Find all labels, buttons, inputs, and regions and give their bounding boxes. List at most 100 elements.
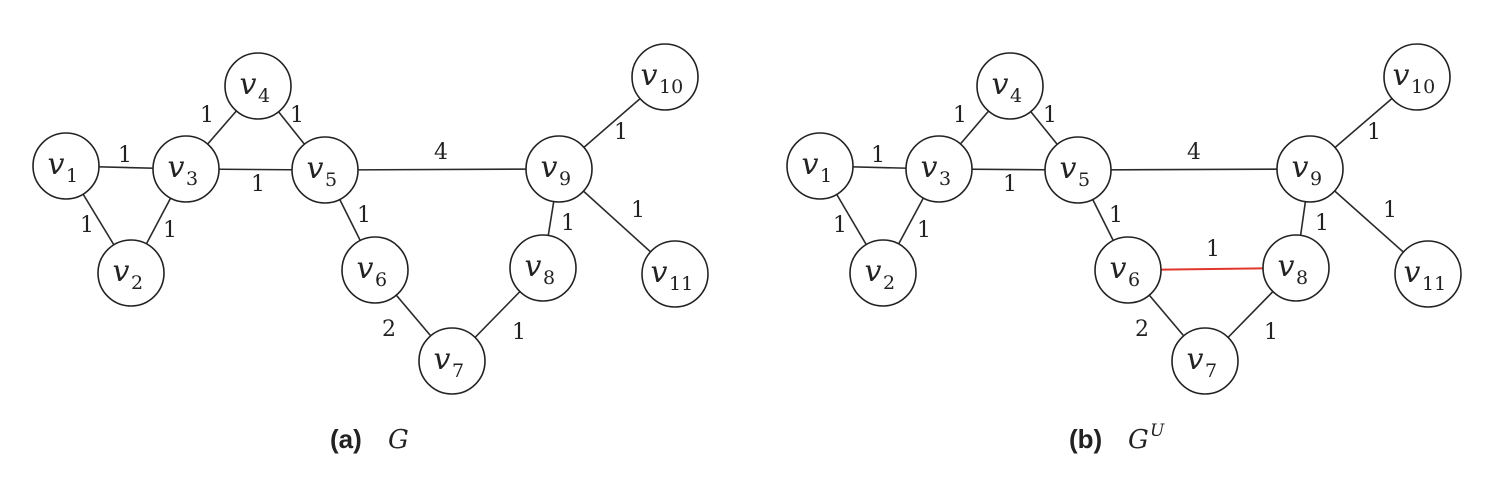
- edge-weight-label: 2: [382, 317, 396, 342]
- node-subscript: 5: [1078, 169, 1090, 191]
- caption-b-superscript: U: [1150, 421, 1165, 441]
- edge-weight-label: 1: [251, 172, 265, 197]
- node-circle: [1094, 236, 1162, 304]
- node-circle: [849, 239, 917, 307]
- edge-weight-label: 1: [80, 213, 94, 238]
- node-circle: [525, 135, 593, 203]
- node-subscript: 5: [325, 169, 337, 191]
- node-subscript: 7: [1205, 360, 1217, 382]
- caption-a: (a) G: [330, 424, 409, 455]
- node-subscript: 6: [1128, 269, 1140, 291]
- node-circle: [341, 236, 409, 304]
- node-circle: [97, 239, 165, 307]
- node-subscript: 10: [1411, 76, 1435, 98]
- edge-weight-label: 1: [871, 143, 885, 168]
- node-circle: [291, 136, 359, 204]
- node-subscript: 9: [559, 168, 571, 190]
- node-label: v: [1278, 249, 1295, 284]
- node-label: v: [240, 67, 257, 102]
- node-circle: [1276, 135, 1344, 203]
- node-label: v: [1292, 150, 1309, 185]
- node-label: v: [1187, 342, 1204, 377]
- node-subscript: 11: [669, 273, 693, 295]
- edge-weight-label: 1: [1003, 172, 1017, 197]
- node-circle: [976, 52, 1044, 120]
- node-subscript: 6: [375, 269, 387, 291]
- node-label: v: [992, 67, 1009, 102]
- node-subscript: 1: [820, 165, 832, 187]
- edge-weight-label: 1: [614, 120, 628, 145]
- edge-weight-label: 4: [434, 140, 448, 165]
- node-label: v: [921, 150, 938, 185]
- node-circle: [631, 43, 699, 111]
- node-circle: [1394, 240, 1462, 308]
- edge-weight-label: 1: [118, 143, 132, 168]
- caption-b-tag: (b): [1069, 424, 1102, 454]
- node-label: v: [1110, 251, 1127, 286]
- node-subscript: 4: [1010, 85, 1022, 107]
- edge-weight-label: 1: [1206, 237, 1220, 262]
- caption-a-tag: (a): [330, 424, 362, 454]
- edge-weight-label: 1: [357, 203, 371, 228]
- node-circle: [509, 234, 577, 302]
- node-label: v: [1060, 151, 1077, 186]
- edge-weight-label: 1: [1043, 103, 1057, 128]
- edge-weight-label: 4: [1187, 140, 1201, 165]
- edge-weight-label: 1: [512, 320, 526, 345]
- edge-layer: [819, 76, 1429, 362]
- node-label: v: [357, 251, 374, 286]
- node-subscript: 11: [1422, 273, 1446, 295]
- node-label: v: [641, 58, 658, 93]
- edge-weight-label: 1: [917, 218, 931, 243]
- edge-weight-label: 1: [1367, 120, 1381, 145]
- edge-weight-label: 1: [163, 218, 177, 243]
- node-circle: [1171, 327, 1239, 395]
- edge-weight-label: 1: [833, 213, 847, 238]
- node-label: v: [168, 150, 185, 185]
- node-label: v: [802, 147, 819, 182]
- edge-weight-label: 1: [953, 103, 967, 128]
- node-circle: [1044, 136, 1112, 204]
- edge-weight-label: 1: [1109, 203, 1123, 228]
- node-circle: [1262, 234, 1330, 302]
- node-subscript: 3: [939, 168, 951, 190]
- node-subscript: 8: [1296, 267, 1308, 289]
- node-subscript: 7: [452, 360, 464, 382]
- node-subscript: 8: [543, 267, 555, 289]
- edge-v5-v9: [1077, 168, 1311, 171]
- node-label: v: [1393, 58, 1410, 93]
- node-subscript: 1: [66, 165, 78, 187]
- node-label: v: [541, 150, 558, 185]
- edge-weight-label: 1: [200, 103, 214, 128]
- edge-weight-label: 1: [1383, 198, 1397, 223]
- node-label: v: [1404, 255, 1421, 290]
- node-subscript: 2: [131, 272, 143, 294]
- edge-weight-label: 1: [290, 103, 304, 128]
- node-label: v: [525, 249, 542, 284]
- node-subscript: 9: [1310, 168, 1322, 190]
